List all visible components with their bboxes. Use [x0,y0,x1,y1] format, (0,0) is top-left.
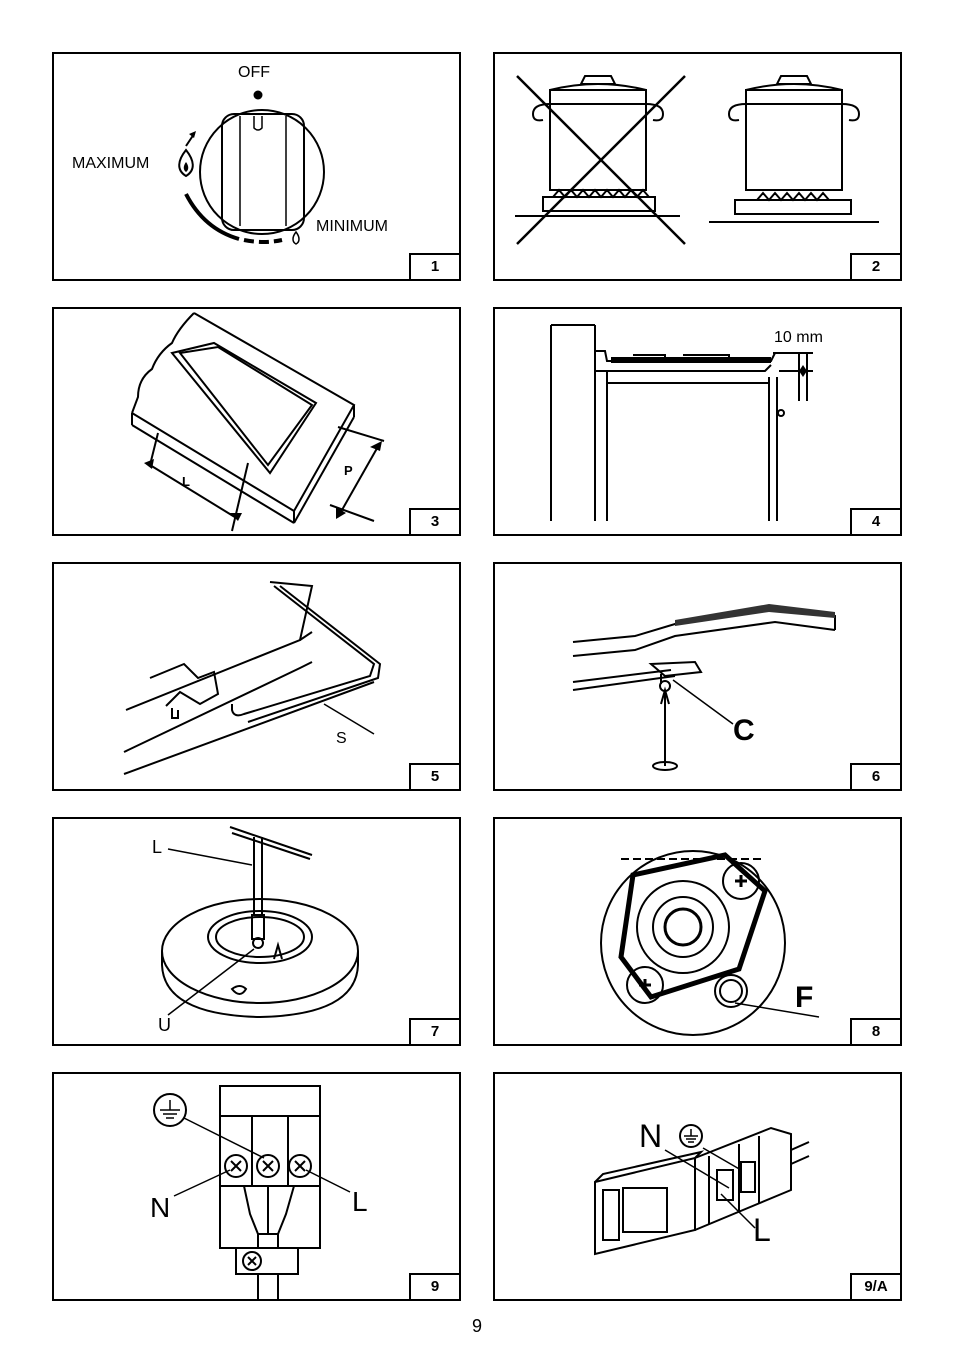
terminal-box-illustration [594,1124,810,1256]
figure-number: 9 [409,1273,459,1299]
figure-number: 7 [409,1018,459,1044]
figure-1-panel: OFF MAXIMUM MINIMUM 1 [52,52,461,281]
pot-placement-illustration [515,75,879,245]
flame-small-icon [292,230,300,245]
figure-4-panel: 10 mm 4 [493,307,902,536]
ground-symbol-icon [679,1124,703,1148]
figure-number: 6 [850,763,900,789]
figure-number: 2 [850,253,900,279]
figure-5-panel: S 5 [52,562,461,791]
tap-bypass-illustration [600,850,820,1036]
fixing-bracket-illustration [572,604,836,771]
figure-number: 4 [850,508,900,534]
page-number: 9 [471,1316,482,1336]
live-l-label: L [753,1212,771,1248]
seal-application-illustration [123,581,382,775]
flame-large-icon [178,148,194,178]
spanner-l-label: L [152,837,163,857]
cutout-illustration [131,312,385,532]
seal-s-label: S [336,730,347,747]
live-l-label: L [352,1186,368,1217]
ground-symbol-icon [153,1093,187,1127]
figure-number: 1 [409,253,459,279]
figure-8-panel: F 8 [493,817,902,1046]
maximum-label: MAXIMUM [72,155,150,172]
figure-9-panel: N L 9 [52,1072,461,1301]
figure-number: 3 [409,508,459,534]
figure-number: 9/A [850,1273,900,1299]
terminal-block-illustration [153,1085,351,1299]
neutral-n-label: N [639,1118,663,1154]
knob-illustration [178,90,325,245]
figure-9a-panel: N L 9/A [493,1072,902,1301]
neutral-n-label: N [150,1192,171,1223]
installation-section-illustration [550,324,813,521]
clamp-c-label: C [733,714,755,747]
off-label: OFF [238,64,270,81]
bypass-f-label: F [795,981,814,1014]
injector-u-label: U [158,1015,171,1035]
figure-7-panel: L U 7 [52,817,461,1046]
figure-2-panel: 2 [493,52,902,281]
injector-replacement-illustration [161,826,359,1019]
figure-6-panel: C 6 [493,562,902,791]
gap-10mm-label: 10 mm [774,329,823,346]
dimension-p-label: P [344,463,353,478]
figure-number: 8 [850,1018,900,1044]
figure-3-panel: L P 3 [52,307,461,536]
minimum-label: MINIMUM [316,218,388,235]
figure-number: 5 [409,763,459,789]
dimension-l-label: L [182,474,190,489]
